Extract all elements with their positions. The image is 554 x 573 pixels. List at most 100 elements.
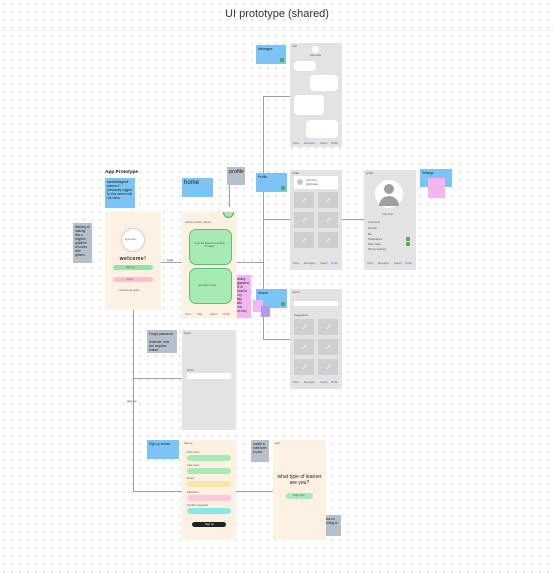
profile-handle: @johndoe <box>306 183 318 186</box>
messages-nav-search[interactable]: Search <box>320 142 328 145</box>
password-field[interactable] <box>187 495 231 501</box>
home-nav-chat[interactable]: Chat <box>197 313 203 316</box>
detail-field: Notifications <box>368 238 383 241</box>
messages-screen-label: chat <box>292 45 297 48</box>
app-prototype-title: App Prototype <box>105 170 139 175</box>
connector-home-trunk <box>237 262 263 263</box>
messages-nav-home[interactable]: Home <box>293 142 300 145</box>
profile-nav-messages[interactable]: Messages <box>304 262 315 265</box>
sign-up-button[interactable] <box>113 265 153 270</box>
search-purple-note[interactable] <box>261 306 270 317</box>
sign-up-button-label: sign up <box>126 266 135 269</box>
post-image[interactable] <box>318 212 338 228</box>
profile-detail-screen: profile John Doe Username Friends Bio No… <box>364 170 416 270</box>
search-small-note[interactable] <box>253 300 263 312</box>
search-nav-home[interactable]: Home <box>293 381 300 384</box>
messages-screen: chat Jane Doe Home Messages Search Profi… <box>290 43 342 147</box>
suggestion-image[interactable] <box>318 319 338 335</box>
profile-detail-label: profile <box>366 172 374 175</box>
profile-nav-profile[interactable]: Profile <box>331 262 338 265</box>
profile-tag-label: Profile <box>258 175 268 179</box>
suggestion-image[interactable] <box>318 359 338 375</box>
messages-nav-profile[interactable]: Profile <box>331 142 338 145</box>
search-tag[interactable]: Search <box>256 289 287 308</box>
logo-label: logo here <box>125 238 136 241</box>
search-nav-search[interactable]: Search <box>320 381 328 384</box>
app-prototype-description[interactable]: sfsdfsdfdsgfsdf screen If previously log… <box>105 178 135 208</box>
quiz-question: what type of learner are you? <box>277 474 322 486</box>
home-nav-home[interactable]: Home <box>185 313 192 316</box>
forgot-password-tag[interactable]: Forgot password <box>147 330 177 341</box>
post-image[interactable] <box>294 212 314 228</box>
messages-nav-messages[interactable]: Messages <box>304 142 315 145</box>
post-image[interactable] <box>294 192 314 208</box>
todo-card-label: to-do list (based on priority of tasks) <box>194 242 225 248</box>
profile-nav-home[interactable]: Home <box>293 262 300 265</box>
gradient-note[interactable]: thinking of making this a brighter gradi… <box>73 223 92 263</box>
settings-pink-note[interactable] <box>428 178 445 198</box>
detail-nav-search[interactable]: Search <box>394 262 402 265</box>
log-in-button[interactable] <box>113 277 153 282</box>
begin-quiz-button[interactable] <box>286 493 313 499</box>
signup-email-field[interactable] <box>187 481 231 487</box>
chat-bubble <box>294 61 316 71</box>
profile-tag[interactable]: Profile <box>256 173 287 192</box>
suggestion-image[interactable] <box>294 339 314 355</box>
detail-nav-profile[interactable]: Profile <box>405 262 412 265</box>
connector-to-messages <box>263 96 290 97</box>
search-nav-profile[interactable]: Profile <box>331 381 338 384</box>
home-tag[interactable]: home <box>182 178 213 197</box>
profile-nav-search[interactable]: Search <box>320 262 328 265</box>
email-field[interactable] <box>187 373 231 379</box>
forgot-password-note[interactable]: reminder: new pw/ requires restart <box>147 338 177 353</box>
board-title: UI prototype (shared) <box>225 8 329 20</box>
signup-screen-label: sign up <box>184 442 193 445</box>
welcome-screen: logo here welcome! sign up log in contin… <box>105 212 161 310</box>
post-image[interactable] <box>294 232 314 248</box>
chat-contact-name: Jane Doe <box>310 54 322 57</box>
detail-nav-home[interactable]: Home <box>367 262 374 265</box>
home-nav-search[interactable]: Search <box>210 313 218 316</box>
post-image[interactable] <box>318 192 338 208</box>
toggle-icon[interactable] <box>406 237 410 241</box>
header-divider <box>0 30 554 31</box>
search-tag-label: Search <box>258 291 269 295</box>
suggestion-image[interactable] <box>294 319 314 335</box>
sign-up-submit-button[interactable] <box>192 522 226 527</box>
last-name-field[interactable] <box>187 468 231 474</box>
post-image[interactable] <box>318 232 338 248</box>
search-input[interactable] <box>294 301 338 306</box>
connector-to-signup <box>133 491 182 492</box>
profile-header <box>294 176 338 189</box>
toggle-icon[interactable] <box>406 242 410 246</box>
chat-contact-avatar <box>312 46 319 53</box>
guest-link[interactable]: continue as guest <box>119 289 140 292</box>
app-prototype-note[interactable]: App Prototype <box>105 170 143 212</box>
profile-detail-name: John Doe <box>382 213 394 216</box>
detail-field: Username <box>368 221 380 224</box>
sign-up-screen-tag[interactable]: Sign up screen <box>147 440 179 459</box>
confirm-password-field[interactable] <box>187 508 231 514</box>
home-avatar[interactable] <box>223 212 234 218</box>
first-name-label: First name <box>187 451 200 454</box>
profile-tag-top[interactable]: profile <box>227 167 245 185</box>
flow-label-sign-up: sign up <box>127 399 137 403</box>
search-nav-messages[interactable]: Messages <box>304 381 315 384</box>
home-nav-profile[interactable]: Profile <box>223 313 230 316</box>
detail-field: Privacy settings <box>368 248 387 251</box>
suggestion-image[interactable] <box>318 339 338 355</box>
detail-field: Friends <box>368 227 377 230</box>
forgot-password-screen: forgot Email <box>182 330 236 430</box>
pomodoro-card[interactable] <box>189 268 232 304</box>
search-screen: search Suggestions Home Messages Search … <box>290 289 342 389</box>
todo-card[interactable] <box>189 229 232 265</box>
confirm-password-label: Confirm password <box>187 504 208 507</box>
first-name-field[interactable] <box>187 455 231 461</box>
profile-avatar <box>297 179 303 185</box>
quiz-form-note[interactable]: create a note/form to pick <box>251 440 269 462</box>
suggestion-image[interactable] <box>294 359 314 375</box>
messages-tag[interactable]: Messages <box>256 45 286 64</box>
detail-nav-messages[interactable]: Messages <box>378 262 389 265</box>
detail-field: Bio <box>368 233 372 236</box>
